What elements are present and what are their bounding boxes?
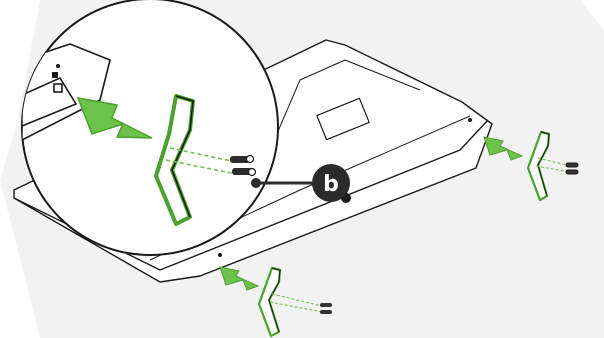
- callout-anchor: [251, 178, 261, 188]
- zoom-detail: [22, 43, 111, 141]
- insert-arrow-bottom: [219, 266, 260, 291]
- screw-pair-main: [165, 147, 257, 177]
- stand-leg-bottom: [257, 266, 282, 338]
- callout-label: b: [323, 172, 339, 197]
- insert-arrow-main: [76, 97, 153, 139]
- callout-badge: [312, 164, 350, 202]
- insert-arrow-right: [483, 136, 524, 161]
- stand-leg-main: [154, 94, 195, 226]
- screw-pair-bottom: [269, 293, 332, 314]
- stand-leg-right: [526, 130, 551, 202]
- screw-pair-right: [535, 157, 579, 175]
- magnifier-circle: [21, 0, 279, 256]
